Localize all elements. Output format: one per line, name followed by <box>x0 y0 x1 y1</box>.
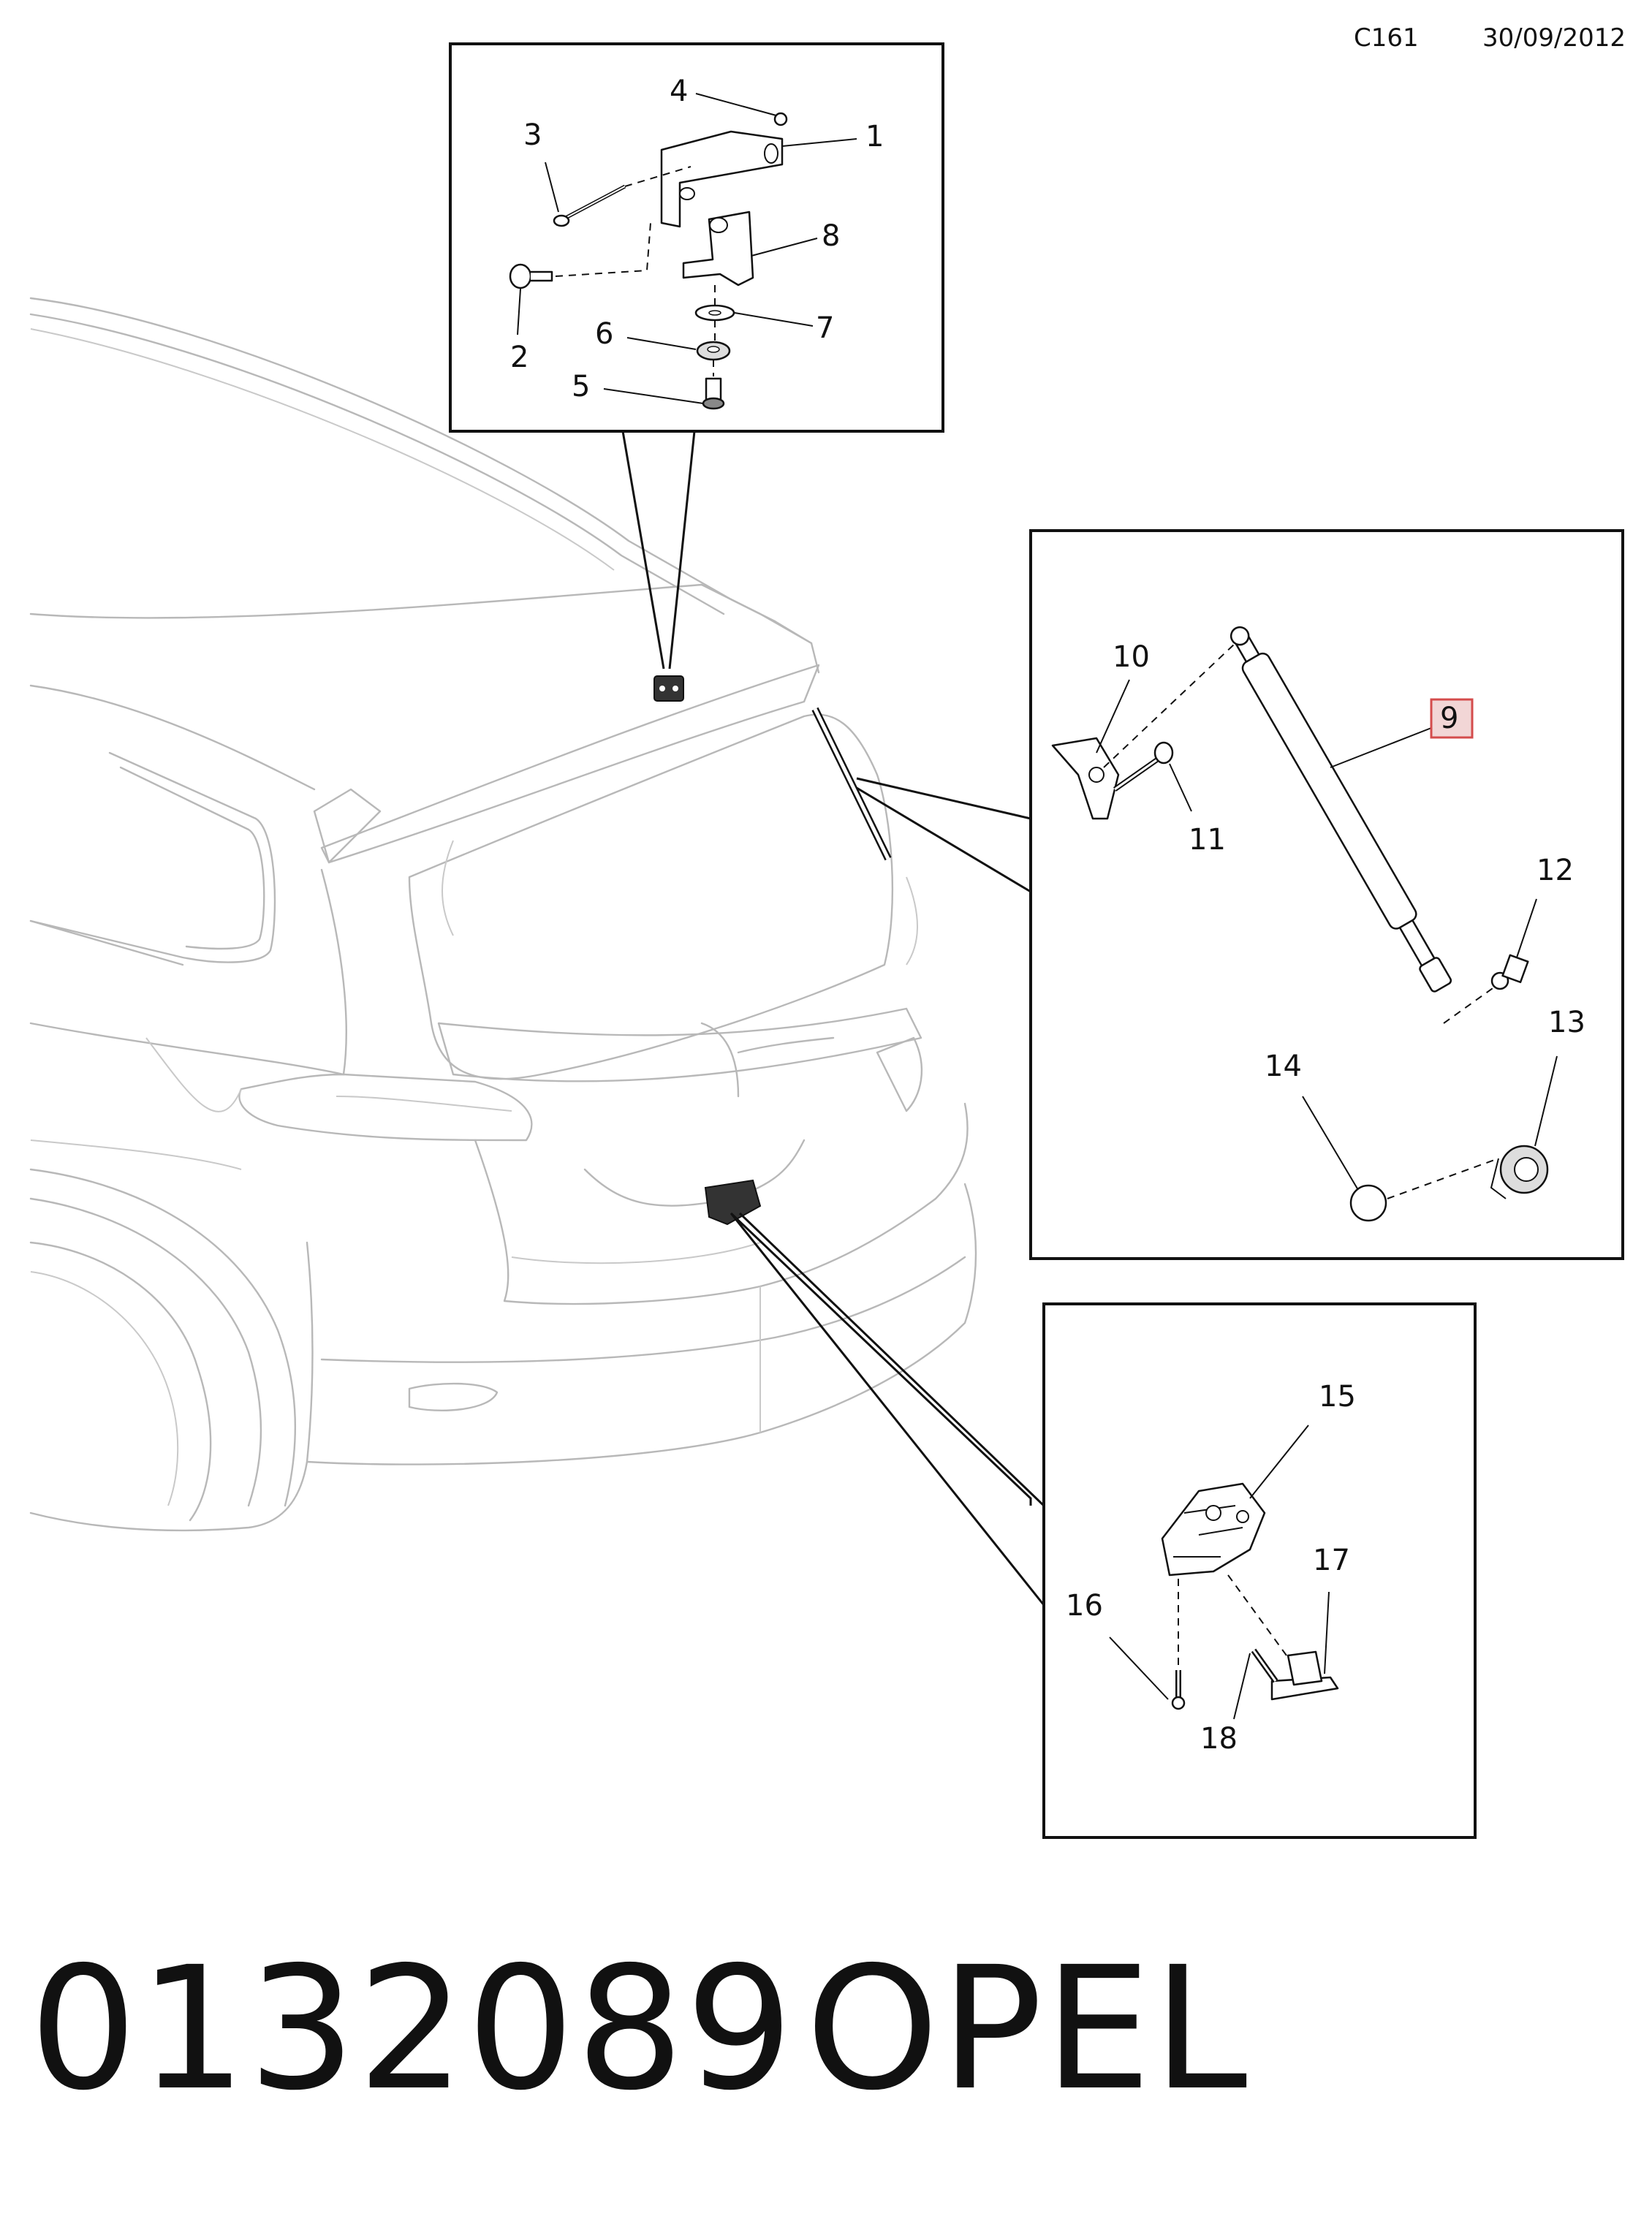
callout-17: 17 <box>1313 1544 1350 1577</box>
latch-on-car <box>704 1179 762 1226</box>
part-number: 0132089 <box>29 1930 795 2128</box>
callout-7: 7 <box>816 311 834 345</box>
hinge-detail-box <box>449 42 944 669</box>
callout-6: 6 <box>595 317 613 351</box>
callout-15: 15 <box>1319 1380 1356 1414</box>
callout-10: 10 <box>1113 640 1150 674</box>
callout-8: 8 <box>822 219 840 253</box>
page-date: 30/09/2012 <box>1482 23 1626 53</box>
callout-13: 13 <box>1548 1006 1585 1039</box>
callout-14: 14 <box>1265 1050 1302 1083</box>
callout-1: 1 <box>865 120 884 153</box>
callout-11: 11 <box>1189 823 1226 857</box>
page-code: C161 <box>1354 23 1419 53</box>
callout-12: 12 <box>1537 854 1574 887</box>
car-body-outline <box>29 297 977 1532</box>
callout-2: 2 <box>510 341 528 374</box>
latch-detail-box <box>730 1212 1477 1839</box>
brand-name: OPEL <box>806 1930 1249 2128</box>
gas-strut-on-car <box>811 707 892 861</box>
callout-18: 18 <box>1200 1722 1238 1756</box>
callout-4: 4 <box>670 75 688 108</box>
hinge-on-car <box>653 675 684 702</box>
callout-16: 16 <box>1066 1589 1103 1623</box>
callout-9: 9 <box>1440 702 1458 735</box>
callout-3: 3 <box>523 118 542 152</box>
callout-5: 5 <box>572 370 590 403</box>
gas-strut-detail-box <box>856 529 1624 1260</box>
callout-labels: 4 1 3 8 7 6 2 5 10 9 11 12 13 14 15 17 1… <box>510 75 1585 1756</box>
